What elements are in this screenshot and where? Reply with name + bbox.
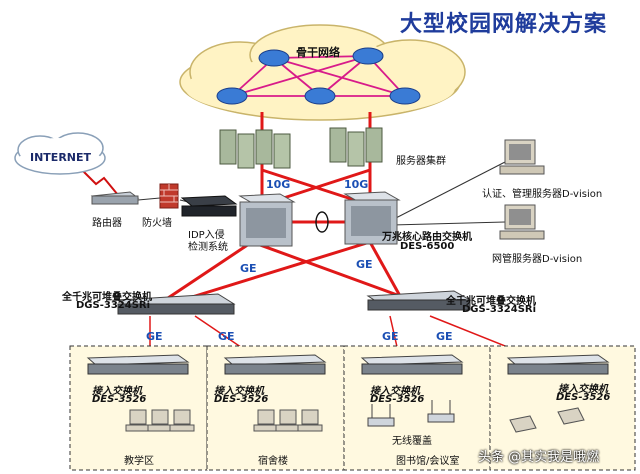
backbone-router-icon	[216, 47, 421, 105]
auth-server-pc-icon	[499, 139, 545, 175]
core-switch-right	[343, 191, 401, 245]
dist-left-label-2: DGS-3324SRi	[76, 300, 151, 311]
wireless-ap-icon	[367, 400, 455, 427]
firewall-icon	[159, 183, 179, 209]
access-label: 接入交换机	[214, 386, 264, 397]
internet-label: INTERNET	[30, 151, 92, 164]
link-ge-c: GE	[382, 330, 399, 343]
page-title: 大型校园网解决方案	[400, 12, 608, 37]
dist-switch-left	[116, 293, 236, 315]
link-ge-b: GE	[218, 330, 235, 343]
server-cluster-right	[329, 127, 383, 167]
netmgmt-server-label: 网管服务器D-vision	[492, 254, 583, 265]
dist-right-label-1: 全千兆可堆叠交换机	[446, 296, 536, 307]
dist-left-label-1: 全千兆可堆叠交换机	[62, 292, 152, 303]
link-ge-a: GE	[146, 330, 163, 343]
server-cluster-label: 服务器集群	[396, 156, 446, 167]
access-label: 接入交换机	[370, 386, 420, 397]
router-icon	[90, 191, 140, 205]
dist-right-label-2: DGS-3324SRi	[462, 304, 537, 315]
idp-label-1: IDP入侵	[188, 230, 225, 241]
link-ge-right: GE	[356, 258, 373, 271]
stack-ring	[315, 211, 329, 233]
dist-switch-right	[366, 290, 472, 311]
zone-label: 图书馆/会议室	[396, 456, 460, 467]
link-10g-right: 10G	[344, 178, 369, 191]
netmgmt-server-pc-icon	[499, 204, 545, 240]
firewall-label: 防火墙	[142, 218, 172, 229]
core-label-1: 万兆核心路由交换机	[382, 232, 472, 243]
zone-label: 宿舍楼	[258, 456, 288, 467]
link-ge-d: GE	[436, 330, 453, 343]
server-cluster-left	[219, 129, 291, 169]
router-label: 路由器	[92, 218, 122, 229]
access-switch	[86, 354, 610, 375]
access-model: DES-3526	[556, 392, 611, 403]
internet-cloud	[14, 132, 106, 175]
access-label: 接入交换机	[558, 384, 608, 395]
access-model: DES-3526	[92, 394, 147, 405]
access-model: DES-3526	[214, 394, 269, 405]
idp-label-2: 检测系统	[188, 242, 228, 253]
idp-icon	[180, 195, 238, 217]
laptop-icon	[509, 407, 585, 433]
zone-label: 教学区	[124, 456, 154, 467]
access-model: DES-3526	[370, 394, 425, 405]
link-ge-left: GE	[240, 262, 257, 275]
core-label-2: DES-6500	[400, 241, 455, 252]
client-pc-icon	[125, 409, 323, 432]
watermark: 头条 @其实我是哦燃	[478, 450, 600, 465]
auth-server-label: 认证、管理服务器D-vision	[482, 189, 603, 200]
backbone-label: 骨干网络	[296, 46, 340, 59]
core-switch-left	[238, 193, 296, 247]
link-10g-left: 10G	[266, 178, 291, 191]
access-label: 接入交换机	[92, 386, 142, 397]
wireless-label: 无线覆盖	[392, 436, 432, 447]
